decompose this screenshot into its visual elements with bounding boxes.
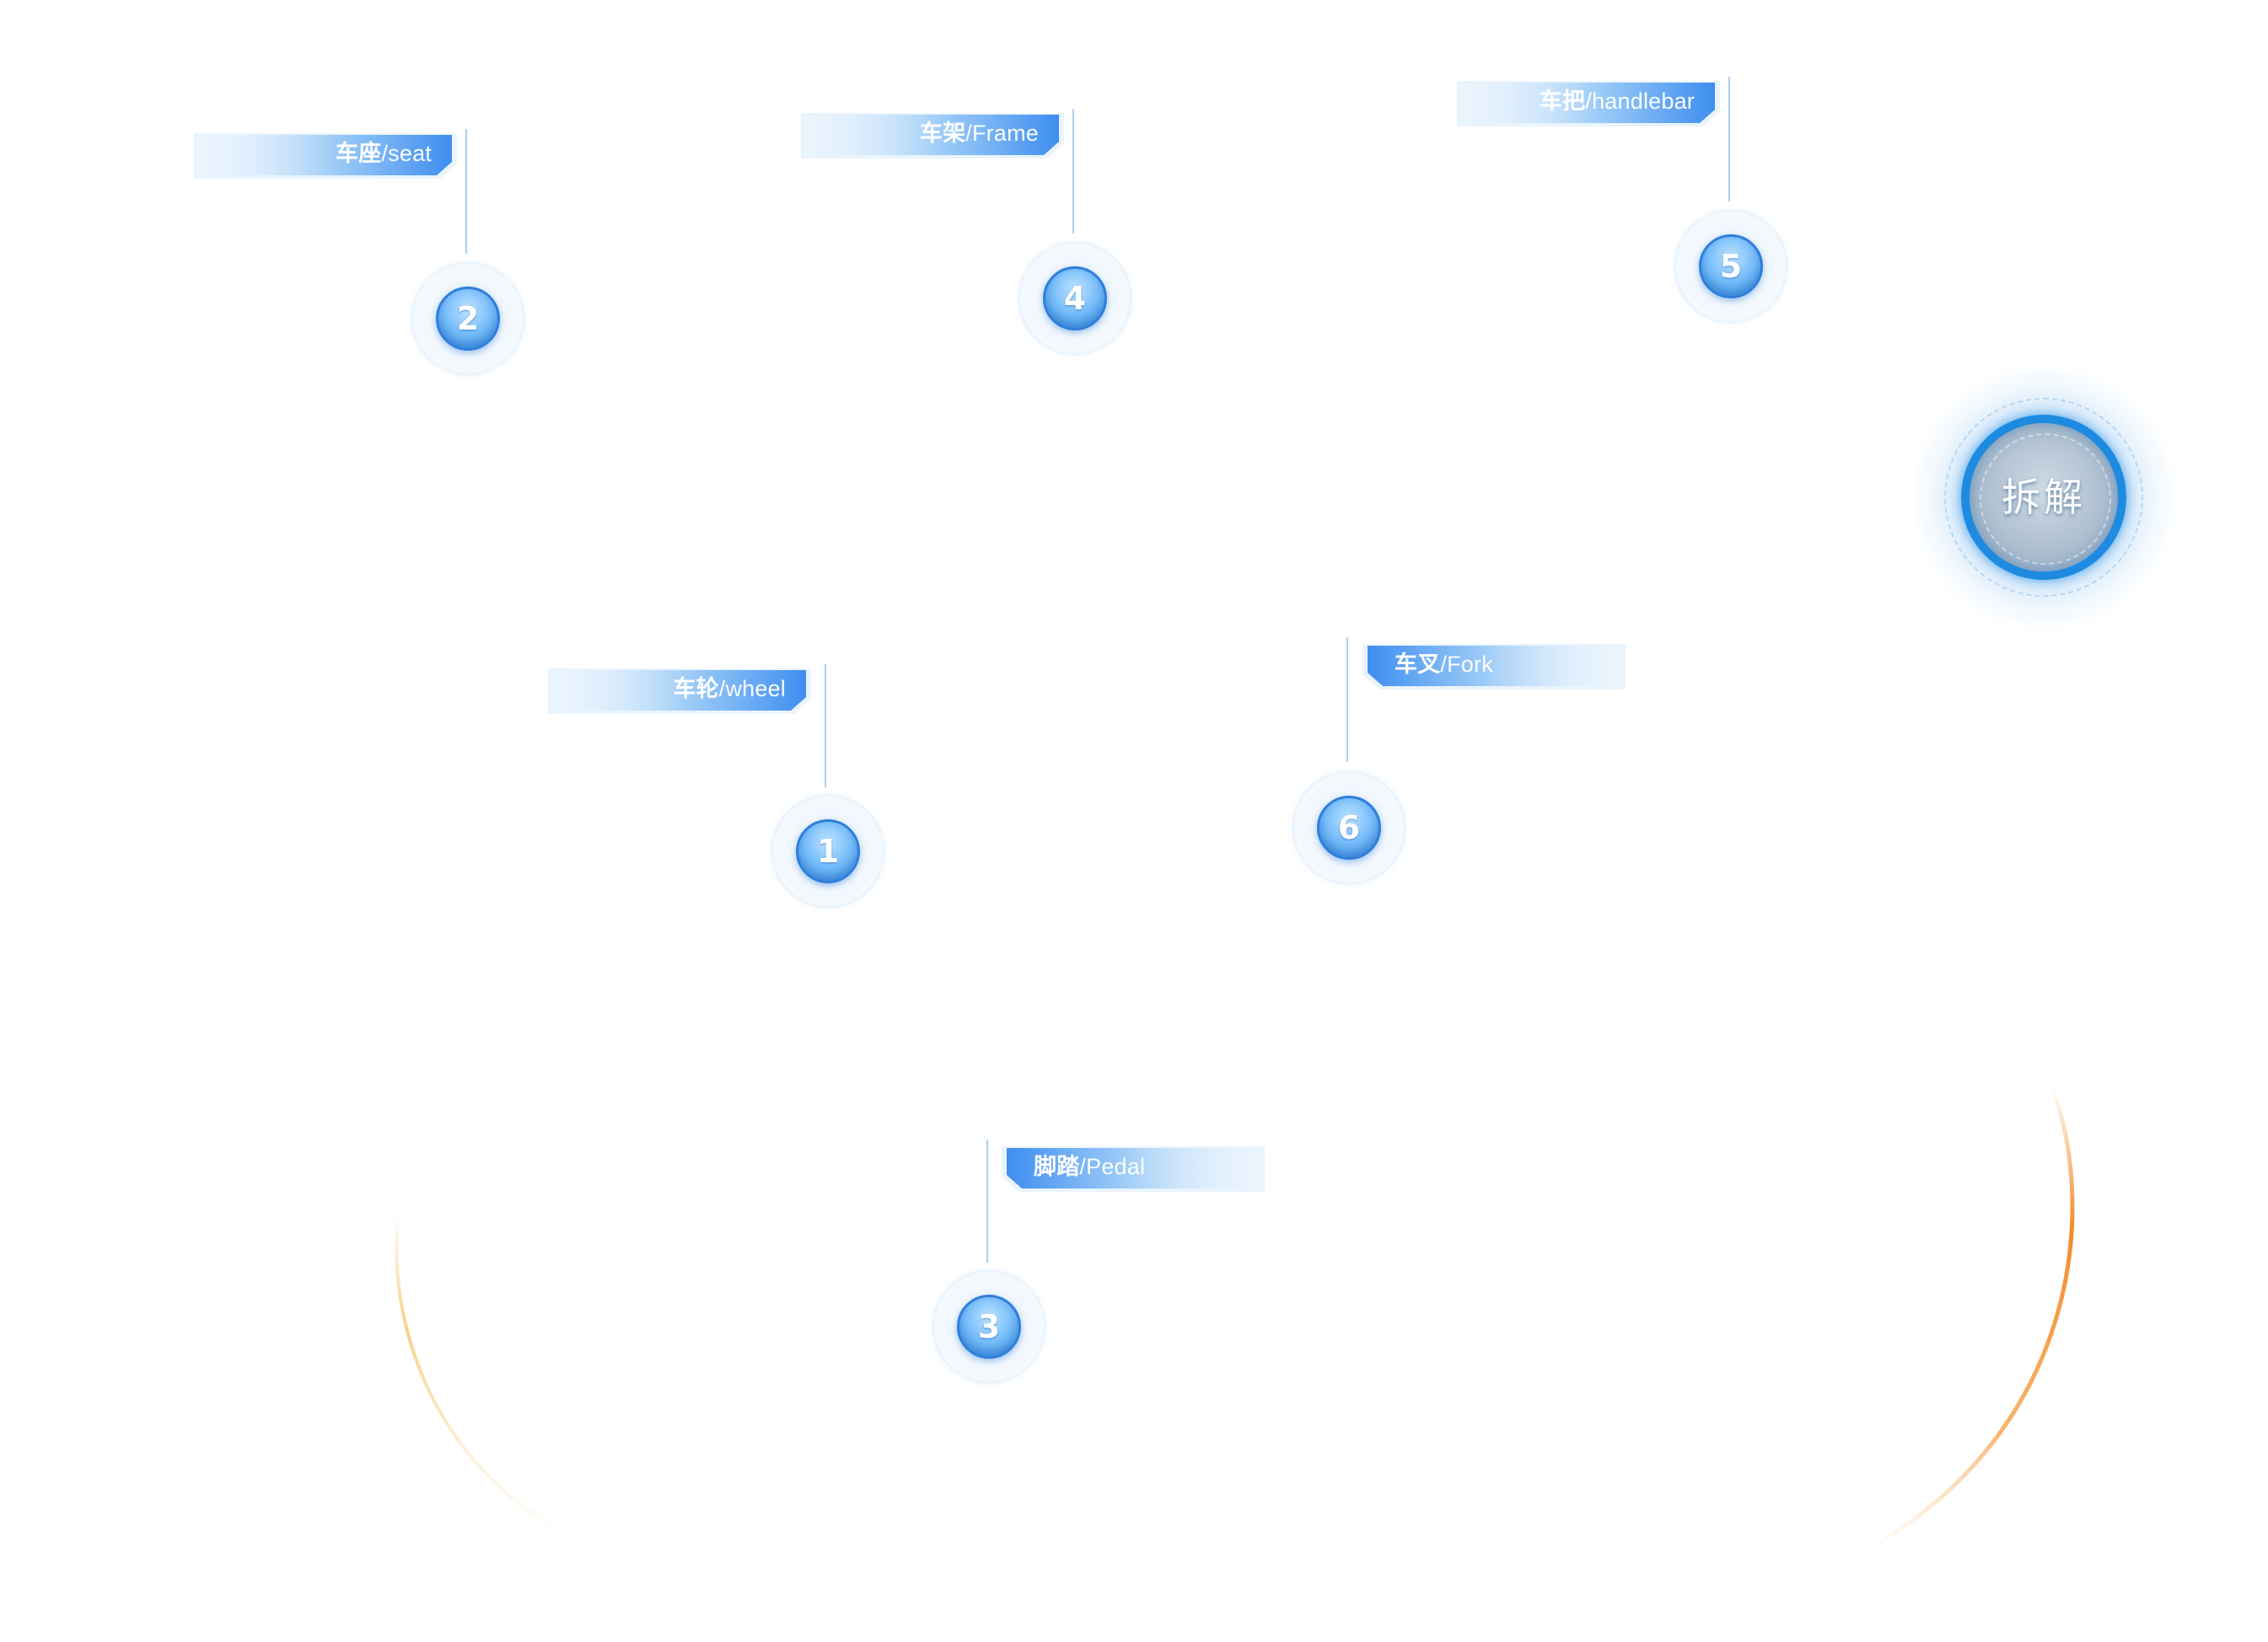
part-label-cn: 车架	[919, 121, 966, 146]
marker-number: 3	[977, 1308, 1001, 1345]
label-tag-shape	[194, 133, 457, 179]
marker-number: 2	[456, 300, 480, 337]
marker-button: 3	[957, 1295, 1021, 1359]
button-ring: 拆解	[1961, 415, 2126, 580]
part-label-pedal[interactable]: 脚踏/Pedal	[995, 1140, 1265, 1195]
label-tag-shape	[1002, 1146, 1265, 1192]
part-marker-wheel[interactable]: 1	[771, 795, 884, 908]
part-label-cn: 车座	[336, 141, 382, 166]
part-label-fork[interactable]: 车叉/Fork	[1356, 637, 1626, 693]
marker-button: 5	[1699, 234, 1763, 298]
part-fork: 车叉/Fork 6	[0, 0, 1626, 884]
part-marker-pedal[interactable]: 3	[932, 1270, 1045, 1383]
label-tag-shape	[1457, 81, 1720, 126]
part-label-en: /seat	[381, 141, 432, 166]
marker-button: 2	[436, 287, 500, 351]
callout-line	[1346, 637, 1348, 762]
part-label-cn: 脚踏	[1034, 1154, 1080, 1179]
part-frame: 车架/Frame 4	[0, 0, 1131, 355]
label-tag-shape	[1362, 644, 1626, 690]
part-label-en: /Fork	[1440, 652, 1493, 677]
disassemble-label: 拆解	[2002, 475, 2086, 520]
marker-button: 1	[796, 819, 860, 883]
part-handlebar: 车把/handlebar 5	[0, 0, 1787, 323]
callout-line	[825, 664, 826, 787]
part-marker-fork[interactable]: 6	[1293, 771, 1405, 884]
part-label-cn: 车把	[1539, 89, 1586, 114]
part-label-en: /Frame	[965, 121, 1039, 146]
base-arc-left	[395, 1213, 591, 1544]
marker-button: 4	[1043, 266, 1107, 330]
marker-number: 1	[816, 833, 840, 870]
part-label-cn: 车轮	[673, 676, 719, 701]
part-label-cn: 车叉	[1395, 652, 1441, 677]
part-marker-frame[interactable]: 4	[1018, 242, 1131, 355]
button-inner-dashed-ring	[1980, 433, 2111, 565]
part-marker-handlebar[interactable]: 5	[1674, 210, 1787, 323]
callout-line	[465, 129, 467, 254]
label-tag-shape	[801, 113, 1064, 158]
part-label-en: /Pedal	[1079, 1154, 1146, 1179]
part-marker-seat[interactable]: 2	[411, 262, 524, 375]
disassemble-button[interactable]: 拆解	[1911, 364, 2177, 631]
part-label-frame[interactable]: 车架/Frame	[801, 106, 1071, 162]
part-label-en: /wheel	[718, 676, 786, 701]
part-label-handlebar[interactable]: 车把/handlebar	[1457, 74, 1727, 130]
part-pedal: 脚踏/Pedal 3	[0, 0, 1265, 1383]
button-dashed-ring	[1944, 398, 2143, 597]
part-label-seat[interactable]: 车座/seat	[194, 126, 464, 182]
part-label-wheel[interactable]: 车轮/wheel	[548, 662, 818, 717]
marker-button: 6	[1317, 796, 1381, 860]
part-wheel: 车轮/wheel 1	[0, 0, 884, 908]
marker-number: 6	[1337, 809, 1361, 846]
marker-number: 5	[1719, 248, 1743, 285]
callout-line	[1072, 109, 1074, 233]
part-seat: 车座/seat 2	[0, 0, 524, 375]
base-arc-right	[1866, 1087, 2075, 1552]
callout-line	[1728, 77, 1730, 201]
label-tag-shape	[548, 668, 811, 714]
callout-line	[986, 1140, 988, 1263]
marker-number: 4	[1063, 280, 1087, 317]
part-label-en: /handlebar	[1585, 89, 1695, 114]
